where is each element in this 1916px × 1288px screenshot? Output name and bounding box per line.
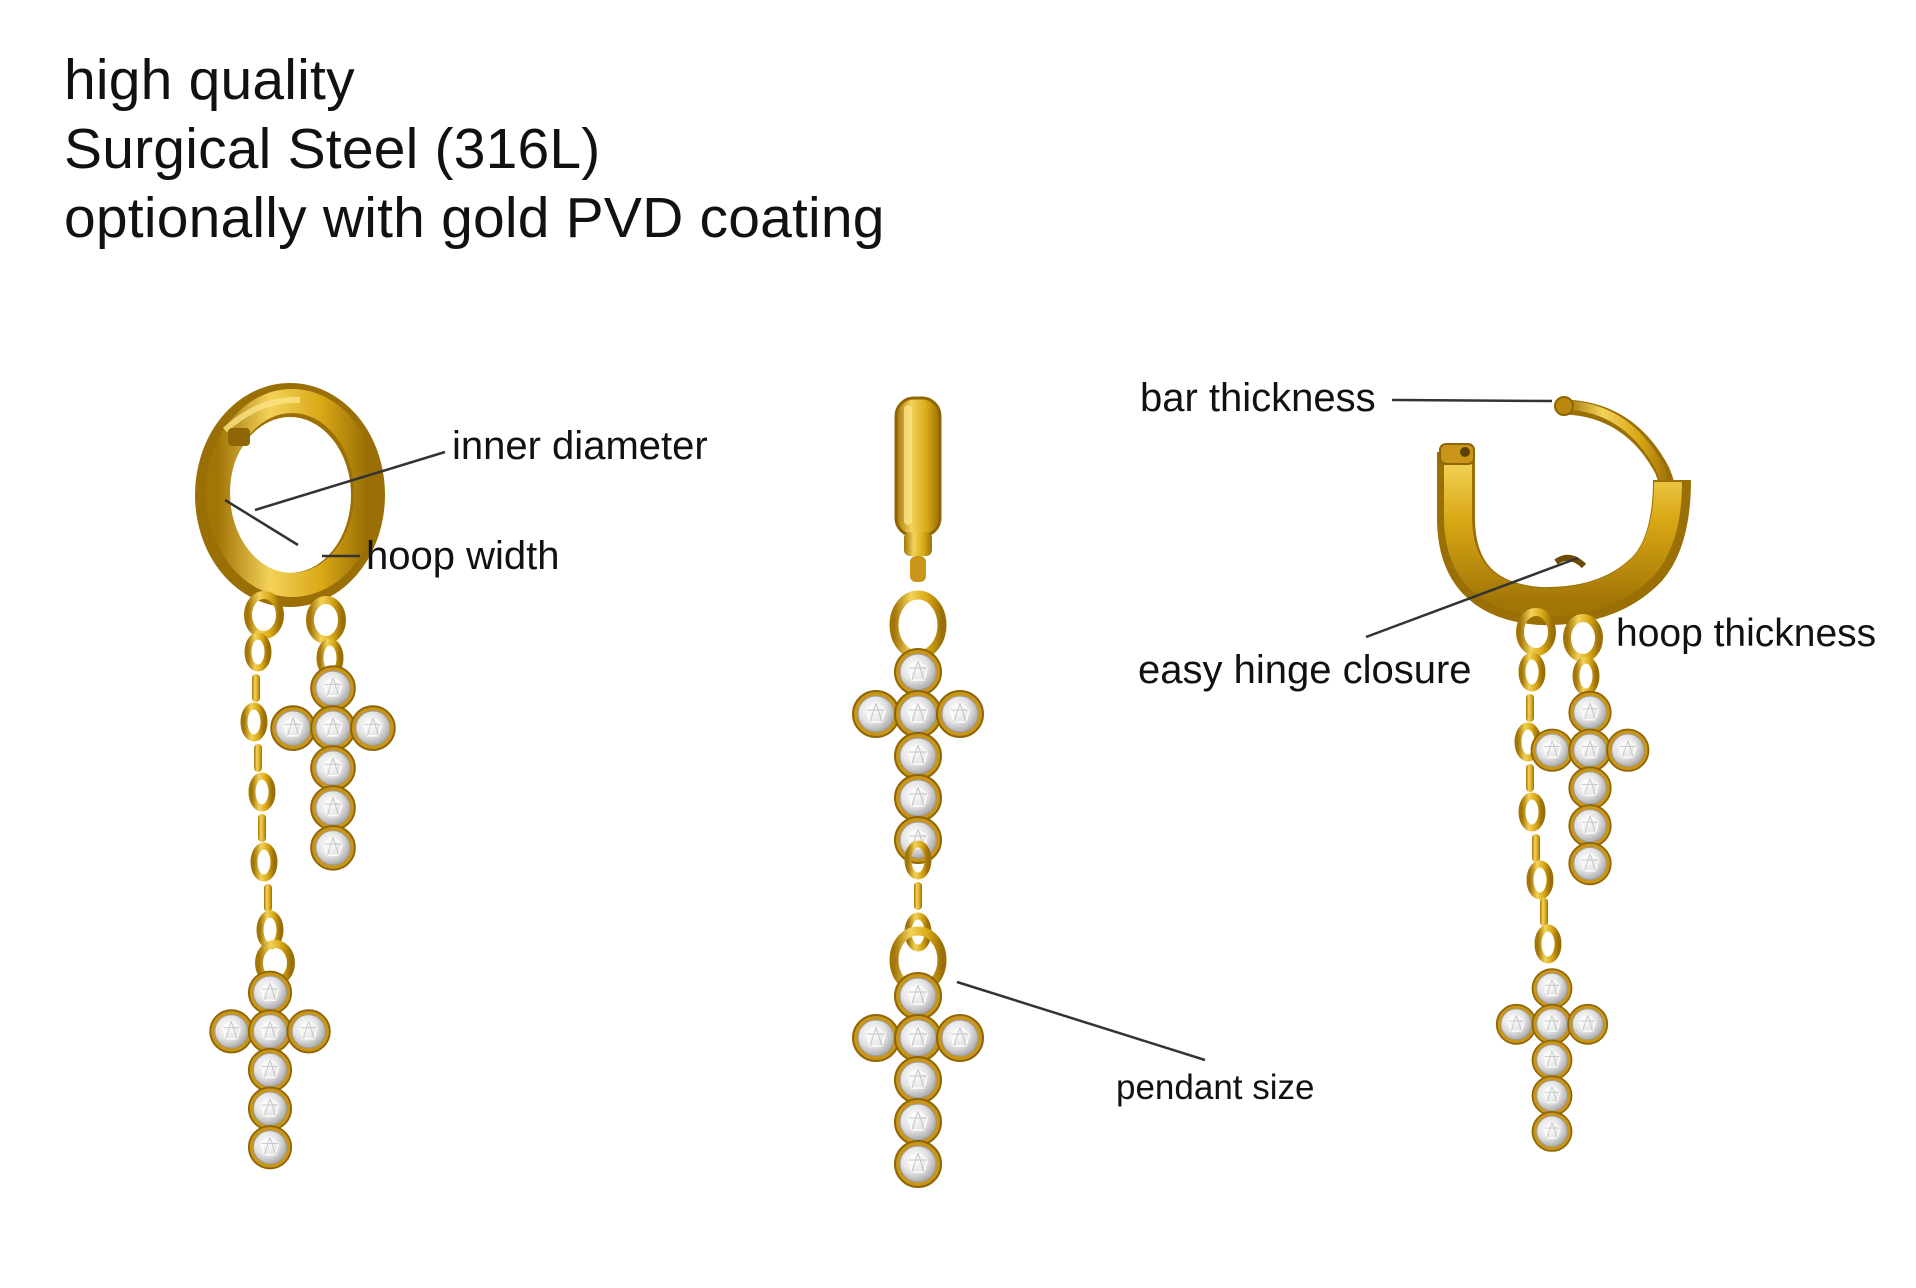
- headline-coating: optionally with gold PVD coating: [64, 186, 885, 250]
- easy-hinge-closure-leader: [1365, 556, 1579, 639]
- product-headline: high quality Surgical Steel (316L) optio…: [64, 46, 885, 253]
- hoop-thickness-label: hoop thickness: [1616, 612, 1877, 655]
- headline-quality: high quality: [64, 48, 355, 112]
- middle-earring: [853, 396, 983, 1187]
- easy-hinge-closure-label: easy hinge closure: [1138, 648, 1472, 692]
- bar-thickness-label: bar thickness: [1140, 376, 1376, 420]
- left-earring: [195, 383, 395, 1169]
- headline-material: Surgical Steel (316L): [64, 117, 601, 181]
- hoop-width-label: hoop width: [366, 534, 560, 578]
- pendant-size-leader: [956, 980, 1206, 1062]
- leader-lines: [224, 398, 1579, 1062]
- bar-thickness-leader: [1391, 398, 1553, 403]
- inner-diameter-label: inner diameter: [452, 424, 708, 468]
- pendant-size-label: pendant size: [1116, 1068, 1315, 1107]
- right-earring: [1437, 396, 1691, 1151]
- inner-diameter-span: [224, 498, 299, 547]
- inner-diameter-leader: [254, 450, 446, 512]
